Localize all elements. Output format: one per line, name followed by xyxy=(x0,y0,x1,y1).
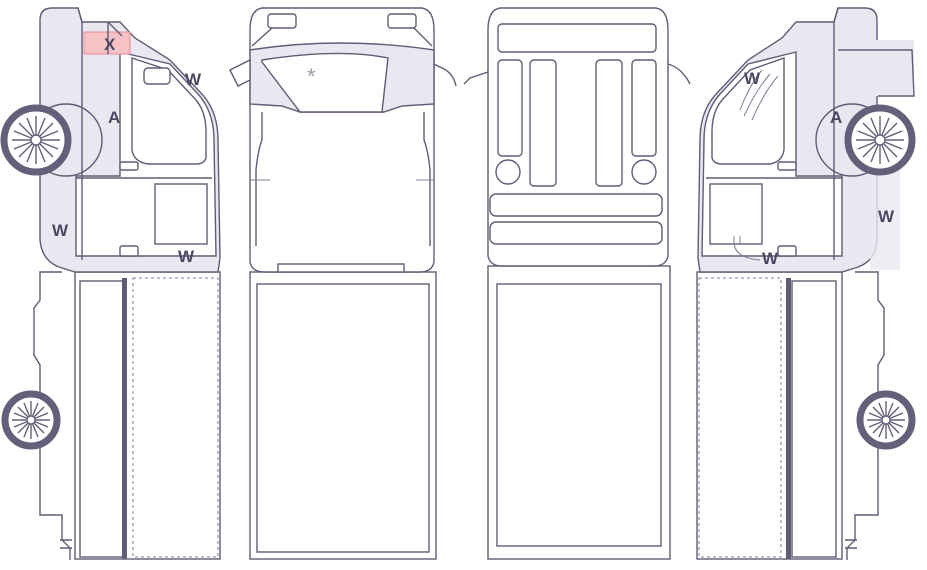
right-handle-top[interactable] xyxy=(777,161,797,171)
front-box[interactable] xyxy=(249,271,437,560)
rear-window-3[interactable] xyxy=(595,59,623,187)
front-light-left[interactable] xyxy=(267,13,297,29)
left-cargo-box[interactable] xyxy=(74,271,221,560)
left-handle-bottom[interactable] xyxy=(119,245,139,257)
rear-box[interactable] xyxy=(487,265,671,560)
right-label-w-window: W xyxy=(744,69,761,88)
right-cargo-door[interactable] xyxy=(791,280,837,558)
front-box-panel xyxy=(256,283,430,553)
right-cargo-box[interactable] xyxy=(696,271,843,560)
rear-box-panel xyxy=(496,283,662,547)
rear-mirrors[interactable] xyxy=(463,63,691,85)
right-pillar xyxy=(833,7,839,260)
right-side-panel[interactable] xyxy=(709,183,763,245)
rear-window-4[interactable] xyxy=(631,59,657,157)
front-mirror-right[interactable] xyxy=(433,63,457,87)
left-mirror[interactable] xyxy=(143,67,171,85)
rear-lamp-left[interactable] xyxy=(495,159,521,185)
right-window[interactable] xyxy=(711,57,785,165)
right-step xyxy=(845,539,857,549)
rear-window-2[interactable] xyxy=(529,59,557,187)
left-side-panel[interactable] xyxy=(154,183,208,245)
right-handle-bottom[interactable] xyxy=(777,245,797,257)
right-rear-wheel[interactable] xyxy=(856,390,916,450)
left-label-w-window: W xyxy=(185,70,202,89)
rear-lamp-right[interactable] xyxy=(631,159,657,185)
front-light-right[interactable] xyxy=(387,13,417,29)
rear-top-window[interactable] xyxy=(497,23,657,53)
left-label-x: X xyxy=(104,35,116,54)
right-scratch-lines xyxy=(733,236,761,261)
left-label-w-side: W xyxy=(52,221,69,240)
right-rail xyxy=(786,278,791,559)
front-view[interactable]: * xyxy=(229,7,457,560)
left-chassis-outline xyxy=(33,271,71,560)
left-pillar xyxy=(77,7,83,260)
right-hood-outline xyxy=(838,49,915,97)
rear-view[interactable] xyxy=(463,7,691,560)
right-side-view[interactable]: W A W W xyxy=(696,7,916,560)
right-chassis-outline xyxy=(846,271,885,560)
left-front-wheel[interactable] xyxy=(0,103,103,177)
left-rear-wheel[interactable] xyxy=(1,390,61,450)
left-damage-edge xyxy=(107,21,123,54)
left-dashed-panel xyxy=(132,277,219,558)
rear-window-1[interactable] xyxy=(497,59,523,157)
front-windshield[interactable] xyxy=(261,52,389,113)
left-label-a: A xyxy=(108,108,120,127)
right-front-wheel[interactable] xyxy=(815,103,916,177)
right-dashed-panel xyxy=(698,277,782,558)
front-bumper[interactable] xyxy=(277,263,405,273)
rear-bumper-lower[interactable] xyxy=(489,221,663,245)
left-marked-damage[interactable] xyxy=(83,31,131,55)
left-rail xyxy=(122,278,127,559)
front-label-star: * xyxy=(307,64,316,89)
right-label-w-side: W xyxy=(878,207,895,226)
left-side-view[interactable]: X W A W W xyxy=(0,7,221,560)
right-label-a: A xyxy=(830,108,842,127)
right-label-w-bottom: W xyxy=(762,249,779,268)
front-mirror-left[interactable] xyxy=(229,58,251,87)
left-step xyxy=(60,539,72,549)
front-body-lines xyxy=(255,112,431,246)
right-window-crack xyxy=(739,69,779,121)
left-label-w-bottom: W xyxy=(178,247,195,266)
left-handle-top[interactable] xyxy=(119,161,139,171)
rear-bumper-upper[interactable] xyxy=(489,193,663,217)
front-wipers xyxy=(251,27,433,47)
right-shaded-hood xyxy=(806,40,914,96)
